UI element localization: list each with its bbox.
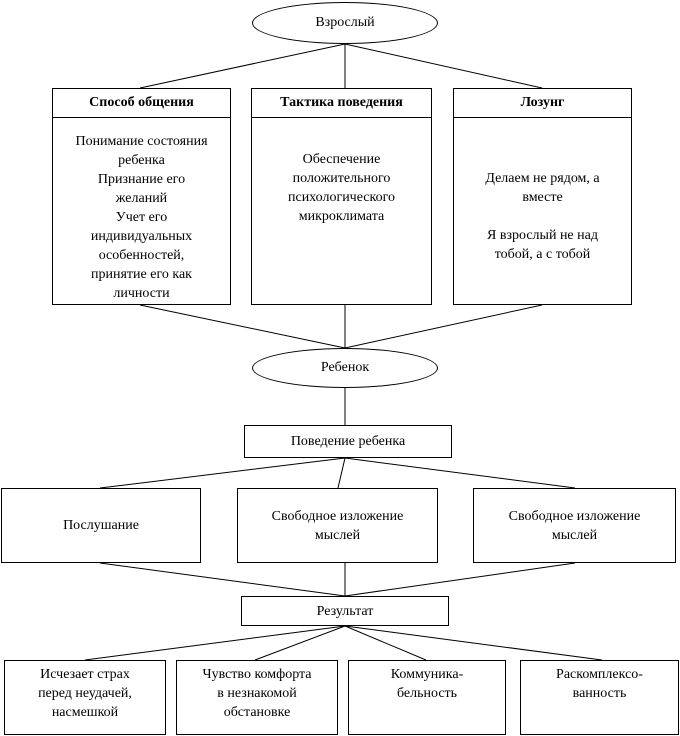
- connector-line: [344, 457, 576, 489]
- column-header-slogan: Лозунг: [453, 88, 632, 118]
- connector-line: [344, 304, 543, 349]
- text-line: Чувство комфорта: [202, 667, 312, 682]
- text-line: микроклимата: [298, 209, 385, 224]
- column-body-slogan: Делаем не рядом, а вместе Я взрослый не …: [453, 118, 632, 305]
- text-line: вместе: [522, 190, 563, 205]
- connector-line: [99, 562, 346, 597]
- result-item-uninhibitedness: Раскомплексо- ванность: [520, 660, 679, 735]
- spacer: [454, 207, 631, 226]
- result-item-no-fear: Исчезает страх перед неудачей, насмешкой: [4, 660, 166, 735]
- text-line: Свободное изложение: [271, 508, 404, 524]
- result-node: Результат: [241, 596, 449, 626]
- result-label: Результат: [316, 603, 374, 619]
- text-line: личности: [113, 286, 170, 301]
- column-title: Способ общения: [89, 95, 194, 110]
- text-line: ребенка: [118, 153, 165, 168]
- column-title: Лозунг: [520, 95, 565, 110]
- item-text: Исчезает страх перед неудачей, насмешкой: [5, 665, 165, 722]
- child-node: Ребенок: [252, 348, 438, 388]
- item-text: Раскомплексо- ванность: [521, 665, 678, 703]
- behavior-item-free-expression-2: Свободное изложение мыслей: [473, 488, 676, 563]
- text-line: Обеспечение: [302, 152, 381, 167]
- text-line: насмешкой: [51, 705, 119, 720]
- connector-line: [139, 43, 346, 89]
- text-line: тобой, а с тобой: [494, 247, 591, 262]
- adult-node: Взрослый: [252, 2, 438, 44]
- text-line: положительного: [292, 171, 391, 186]
- column-title: Тактика поведения: [280, 95, 403, 110]
- item-text: Коммуника- бельность: [349, 665, 505, 703]
- text-line: перед неудачей,: [38, 686, 132, 701]
- text-line: Понимание состояния: [75, 134, 208, 149]
- text-line: мыслей: [551, 527, 598, 543]
- text-line: мыслей: [314, 527, 361, 543]
- item-text: Свободное изложение мыслей: [272, 507, 404, 545]
- text-line: Свободное изложение: [508, 508, 641, 524]
- text-line: особенностей,: [98, 248, 185, 263]
- behavior-node: Поведение ребенка: [244, 425, 452, 458]
- text-line: принятие его как: [91, 267, 192, 282]
- item-text: Послушание: [63, 516, 139, 535]
- connector-line: [344, 43, 543, 89]
- connector-line: [344, 562, 576, 597]
- adult-label: Взрослый: [315, 15, 375, 30]
- connector-line: [344, 625, 427, 661]
- item-text: Свободное изложение мыслей: [509, 507, 641, 545]
- column-header-tactics: Тактика поведения: [251, 88, 432, 118]
- text-line: Учет его: [115, 210, 168, 225]
- text-line: Делаем не рядом, а: [485, 171, 600, 186]
- text-line: желаний: [115, 191, 168, 206]
- text-line: Я взрослый не над: [487, 228, 598, 243]
- text-line: бельность: [396, 686, 458, 701]
- connector-line: [139, 304, 346, 349]
- connector-line: [99, 457, 346, 489]
- connector-line: [344, 625, 603, 661]
- text-line: Послушание: [63, 518, 139, 533]
- connector-line: [337, 457, 346, 489]
- result-item-comfort: Чувство комфорта в незнакомой обстановке: [176, 660, 338, 735]
- column-text: Обеспечение положительного психологическ…: [252, 150, 431, 226]
- result-item-sociability: Коммуника- бельность: [348, 660, 506, 735]
- behavior-item-obedience: Послушание: [1, 488, 201, 563]
- column-text: Понимание состояния ребенка Признание ег…: [53, 132, 230, 303]
- text-line: ванность: [572, 686, 627, 701]
- child-label: Ребенок: [320, 360, 370, 375]
- text-line: Коммуника-: [390, 667, 464, 682]
- connector-line: [84, 625, 346, 661]
- column-header-communication: Способ общения: [52, 88, 231, 118]
- text-line: в незнакомой: [217, 686, 297, 701]
- connector-line: [254, 625, 346, 661]
- behavior-item-free-expression: Свободное изложение мыслей: [237, 488, 438, 563]
- column-body-tactics: Обеспечение положительного психологическ…: [251, 118, 432, 305]
- item-text: Чувство комфорта в незнакомой обстановке: [177, 665, 337, 722]
- text-line: Раскомплексо-: [556, 667, 643, 682]
- text-line: психологического: [287, 190, 395, 205]
- column-text: Делаем не рядом, а вместе Я взрослый не …: [454, 169, 631, 264]
- column-body-communication: Понимание состояния ребенка Признание ег…: [52, 118, 231, 305]
- text-line: обстановке: [223, 705, 291, 720]
- text-line: Признание его: [97, 172, 186, 187]
- text-line: Исчезает страх: [40, 667, 130, 682]
- behavior-label: Поведение ребенка: [290, 434, 406, 449]
- text-line: индивидуальных: [90, 229, 193, 244]
